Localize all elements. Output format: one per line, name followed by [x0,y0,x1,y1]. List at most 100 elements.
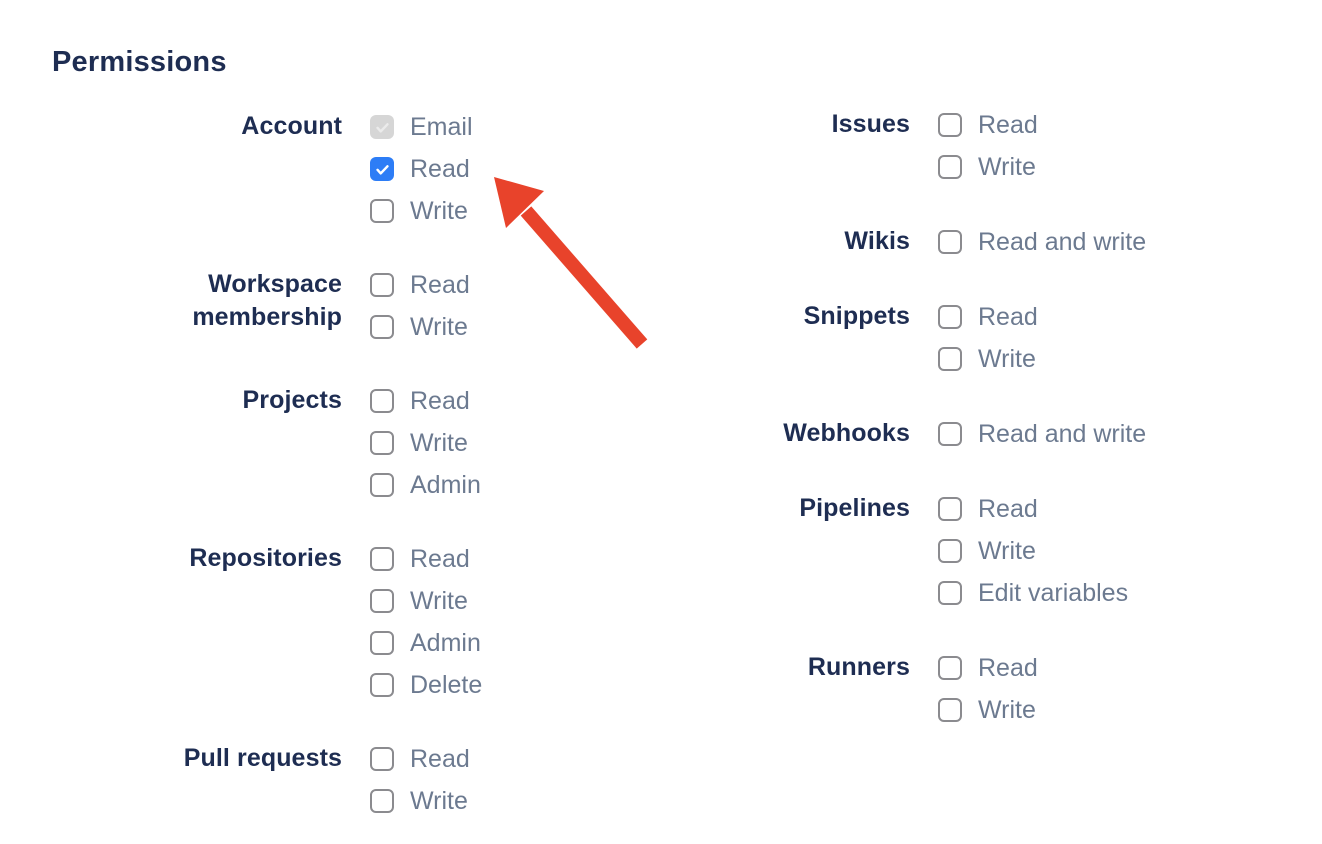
checkbox-box[interactable] [370,115,394,139]
red-arrow-annotation-icon [494,177,648,349]
checkbox-workspace-membership-write[interactable]: Write [370,306,470,348]
checkbox-box[interactable] [938,539,962,563]
checkbox-label: Write [978,344,1036,373]
checkbox-pipelines-write[interactable]: Write [938,530,1128,572]
permission-options: Email Read Write [370,106,473,232]
checkbox-label: Read and write [978,419,1147,448]
checkbox-box[interactable] [370,389,394,413]
checkbox-label: Write [410,312,468,341]
permission-options: Read and write [938,413,1146,455]
checkbox-label: Write [410,428,468,457]
permission-group-wikis: Wikis Read and write [670,221,1146,263]
checkbox-account-read[interactable]: Read [370,148,473,190]
checkbox-box[interactable] [938,113,962,137]
checkbox-box[interactable] [938,422,962,446]
checkbox-projects-write[interactable]: Write [370,422,481,464]
checkbox-projects-admin[interactable]: Admin [370,464,481,506]
permissions-left-column: Account Email Read Write Workspace membe… [52,106,483,844]
permission-group-label: Webhooks [783,419,910,447]
checkbox-label: Read [410,744,470,773]
permission-options: Read Write Edit variables [938,488,1128,614]
checkbox-repositories-read[interactable]: Read [370,538,482,580]
checkbox-label: Read [978,653,1038,682]
permission-options: Read Write Admin Delete [370,538,482,706]
page-title: Permissions [52,46,227,78]
permission-group-webhooks: Webhooks Read and write [670,413,1146,455]
checkbox-projects-read[interactable]: Read [370,380,481,422]
permission-group-label: Pipelines [799,494,910,522]
checkbox-snippets-read[interactable]: Read [938,296,1038,338]
permission-group-label: Workspace membership [192,270,342,331]
checkbox-pull-requests-read[interactable]: Read [370,738,470,780]
checkbox-pipelines-read[interactable]: Read [938,488,1128,530]
checkbox-box[interactable] [370,673,394,697]
checkbox-box[interactable] [370,747,394,771]
checkbox-repositories-delete[interactable]: Delete [370,664,482,706]
checkbox-box[interactable] [370,547,394,571]
checkbox-repositories-write[interactable]: Write [370,580,482,622]
checkbox-label: Read and write [978,227,1147,256]
permission-group-pipelines: Pipelines Read Write Edit variables [670,488,1146,614]
checkbox-runners-write[interactable]: Write [938,689,1038,731]
checkbox-box[interactable] [938,497,962,521]
checkbox-repositories-admin[interactable]: Admin [370,622,482,664]
checkbox-box[interactable] [370,789,394,813]
checkbox-pull-requests-write[interactable]: Write [370,780,470,822]
checkmark-icon [375,164,389,175]
checkbox-label: Admin [410,470,481,499]
permission-options: Read Write [370,264,470,348]
permission-options: Read Write Admin [370,380,481,506]
checkbox-box[interactable] [938,698,962,722]
permission-options: Read Write [938,104,1038,188]
permission-options: Read Write [938,296,1038,380]
checkbox-issues-read[interactable]: Read [938,104,1038,146]
checkbox-box[interactable] [370,157,394,181]
permission-options: Read Write [370,738,470,822]
checkbox-label: Write [410,586,468,615]
checkbox-label: Read [978,110,1038,139]
checkbox-box[interactable] [370,199,394,223]
permission-group-account: Account Email Read Write [52,106,482,232]
checkbox-label: Read [410,386,470,415]
permission-group-label: Projects [242,386,342,414]
checkbox-webhooks-read-and-write[interactable]: Read and write [938,413,1146,455]
permissions-right-column: Issues Read Write Wikis Read and write [670,104,1146,764]
checkbox-box[interactable] [938,656,962,680]
checkbox-wikis-read-and-write[interactable]: Read and write [938,221,1146,263]
checkbox-issues-write[interactable]: Write [938,146,1038,188]
checkbox-box[interactable] [370,589,394,613]
checkbox-label: Edit variables [978,578,1129,607]
checkbox-label: Delete [410,670,483,699]
permission-group-repositories: Repositories Read Write Admin Delete [52,538,482,706]
permission-group-label: Runners [807,653,910,681]
permission-group-workspace-membership: Workspace membership Read Write [52,264,482,348]
checkbox-label: Read [410,270,470,299]
permission-group-snippets: Snippets Read Write [670,296,1146,380]
checkbox-label: Read [978,302,1038,331]
permission-group-label: Issues [831,110,910,138]
checkbox-label: Write [978,695,1036,724]
permission-group-label: Snippets [803,302,910,330]
checkbox-runners-read[interactable]: Read [938,647,1038,689]
checkmark-icon [375,122,389,133]
permission-options: Read and write [938,221,1146,263]
checkbox-box[interactable] [370,631,394,655]
checkbox-box[interactable] [938,305,962,329]
checkbox-box[interactable] [938,347,962,371]
permission-group-label: Pull requests [183,744,342,772]
checkbox-box[interactable] [938,230,962,254]
checkbox-account-write[interactable]: Write [370,190,473,232]
checkbox-account-email[interactable]: Email [370,106,473,148]
checkbox-box[interactable] [938,155,962,179]
checkbox-box[interactable] [938,581,962,605]
checkbox-label: Email [410,112,473,141]
permission-options: Read Write [938,647,1038,731]
checkbox-snippets-write[interactable]: Write [938,338,1038,380]
checkbox-pipelines-edit-variables[interactable]: Edit variables [938,572,1128,614]
checkbox-workspace-membership-read[interactable]: Read [370,264,470,306]
checkbox-box[interactable] [370,473,394,497]
checkbox-box[interactable] [370,431,394,455]
checkbox-box[interactable] [370,273,394,297]
checkbox-box[interactable] [370,315,394,339]
permission-group-label: Wikis [844,227,910,255]
